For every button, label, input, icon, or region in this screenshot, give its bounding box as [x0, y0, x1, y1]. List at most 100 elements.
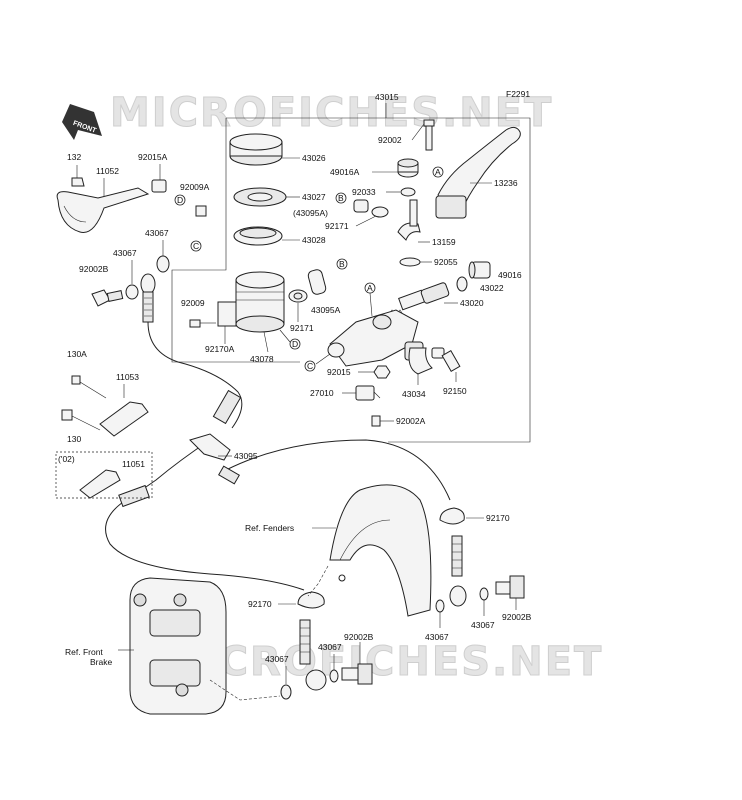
switch-screw-icon	[371, 415, 381, 427]
reservoir-cap-icon	[229, 133, 283, 166]
bracket-bolt-icon	[71, 165, 85, 187]
washer-icon-2	[125, 284, 139, 300]
part-92002A: 92002A	[396, 416, 426, 426]
callout-b-top: B	[338, 193, 344, 203]
part-27010: 27010	[310, 388, 334, 398]
part-43067-r1: 43067	[425, 632, 449, 642]
part-92170-mid: 92170	[248, 599, 272, 609]
lower-banjo-icon	[280, 619, 373, 700]
hose-bracket-icon	[56, 187, 150, 233]
part-43067-r2: 43067	[471, 620, 495, 630]
callout-c-body: C	[307, 361, 313, 371]
part-43028: 43028	[302, 235, 326, 245]
part-11053: 11053	[116, 372, 139, 382]
hose-clamp-icon	[288, 289, 308, 303]
callout-c-bracket: C	[193, 241, 199, 251]
small-clamp-icon	[371, 206, 389, 218]
part-43020: 43020	[460, 298, 484, 308]
part-43015: 43015	[375, 92, 399, 102]
part-11051: 11051	[122, 459, 145, 469]
part-43027: 43027	[302, 192, 326, 202]
assembly-frame	[226, 117, 531, 443]
pivot-bolt-icon	[423, 119, 435, 151]
brake-caliper-icon	[129, 577, 227, 715]
part-130A: 130A	[67, 349, 87, 359]
part-13159: 13159	[432, 237, 456, 247]
part-130: 130	[67, 434, 81, 444]
part-92009A: 92009A	[180, 182, 210, 192]
bracket-screw-icon	[195, 205, 207, 217]
reservoir-body-icon	[217, 271, 285, 333]
part-49016A: 49016A	[330, 167, 360, 177]
right-banjo-icon	[435, 535, 525, 613]
part-92002B-right: 92002B	[502, 612, 532, 622]
watermark-bottom: MICROFICHES.NET	[160, 639, 603, 685]
callout-a-lever: A	[435, 167, 441, 177]
part-43034: 43034	[402, 389, 426, 399]
watermark-top: MICROFICHES.NET	[110, 90, 553, 136]
circlip-icon	[400, 187, 416, 197]
part-92015A: 92015A	[138, 152, 168, 162]
diaphragm-icon	[233, 226, 283, 246]
callout-a-body: A	[367, 283, 373, 293]
front-direction-icon: FRONT	[62, 104, 102, 140]
year-note-box	[55, 451, 153, 499]
year-bracket-icon	[79, 469, 121, 499]
hose-joint-icon	[118, 389, 242, 508]
long-bolt-icon	[71, 375, 107, 399]
part-92002B-left: 92002B	[79, 264, 109, 274]
nut-icon	[373, 365, 391, 379]
brake-switch-icon	[355, 385, 381, 401]
collar-icon	[151, 179, 167, 193]
brake-hose	[105, 321, 451, 591]
year-note: ('02)	[58, 454, 75, 464]
brake-lever-icon	[435, 126, 521, 219]
callout-d-bracket: D	[177, 195, 183, 205]
piston-circlip-icon	[456, 276, 468, 292]
reservoir-fitting-icon	[397, 199, 421, 241]
part-43067-b1: 43067	[265, 654, 289, 664]
part-92170-right: 92170	[486, 513, 510, 523]
part-43067-b2: 43067	[318, 642, 342, 652]
diaphragm-plate-icon	[233, 187, 287, 207]
assembly-frame-left	[171, 118, 300, 363]
banjo-fitting-icon	[140, 273, 156, 323]
hose-clamp-mid-icon	[297, 591, 325, 609]
part-43095A: 43095A	[311, 305, 341, 315]
holder-bolt-icon	[441, 350, 461, 372]
ref-fenders: Ref. Fenders	[245, 523, 294, 533]
part-92170A: 92170A	[205, 344, 235, 354]
part-92150: 92150	[443, 386, 467, 396]
part-92055: 92055	[434, 257, 458, 267]
clamp-bracket-icon	[99, 401, 149, 437]
ref-front-brake-line1: Ref. Front	[65, 647, 103, 657]
part-49016: 49016	[498, 270, 522, 280]
part-92171-top: 92171	[325, 221, 349, 231]
part-11052: 11052	[96, 166, 119, 176]
reservoir-hose-icon	[307, 269, 327, 295]
washer-icon	[156, 255, 170, 273]
part-92002B-bottom: 92002B	[344, 632, 374, 642]
banjo-bolt-icon	[91, 289, 124, 307]
part-132: 132	[67, 152, 81, 162]
part-43078: 43078	[250, 354, 274, 364]
part-13236: 13236	[494, 178, 518, 188]
screw-icon	[189, 319, 216, 328]
clamp-holder-icon	[408, 347, 433, 375]
callout-d-reservoir: D	[292, 339, 298, 349]
part-43095: 43095	[234, 451, 258, 461]
part-92009: 92009	[181, 298, 205, 308]
front-fender-icon	[329, 484, 432, 617]
o-ring-icon	[399, 257, 421, 267]
part-92015: 92015	[327, 367, 351, 377]
dust-cover-icon	[397, 158, 419, 178]
piston-boot-icon	[468, 261, 491, 279]
figure-code: F2291	[506, 89, 530, 99]
hose-clamp-right-icon	[439, 507, 465, 525]
part-43067-b: 43067	[113, 248, 137, 258]
part-43026: 43026	[302, 153, 326, 163]
part-43067-a: 43067	[145, 228, 169, 238]
short-bolt-icon	[61, 409, 101, 431]
small-hose-icon	[353, 199, 369, 213]
